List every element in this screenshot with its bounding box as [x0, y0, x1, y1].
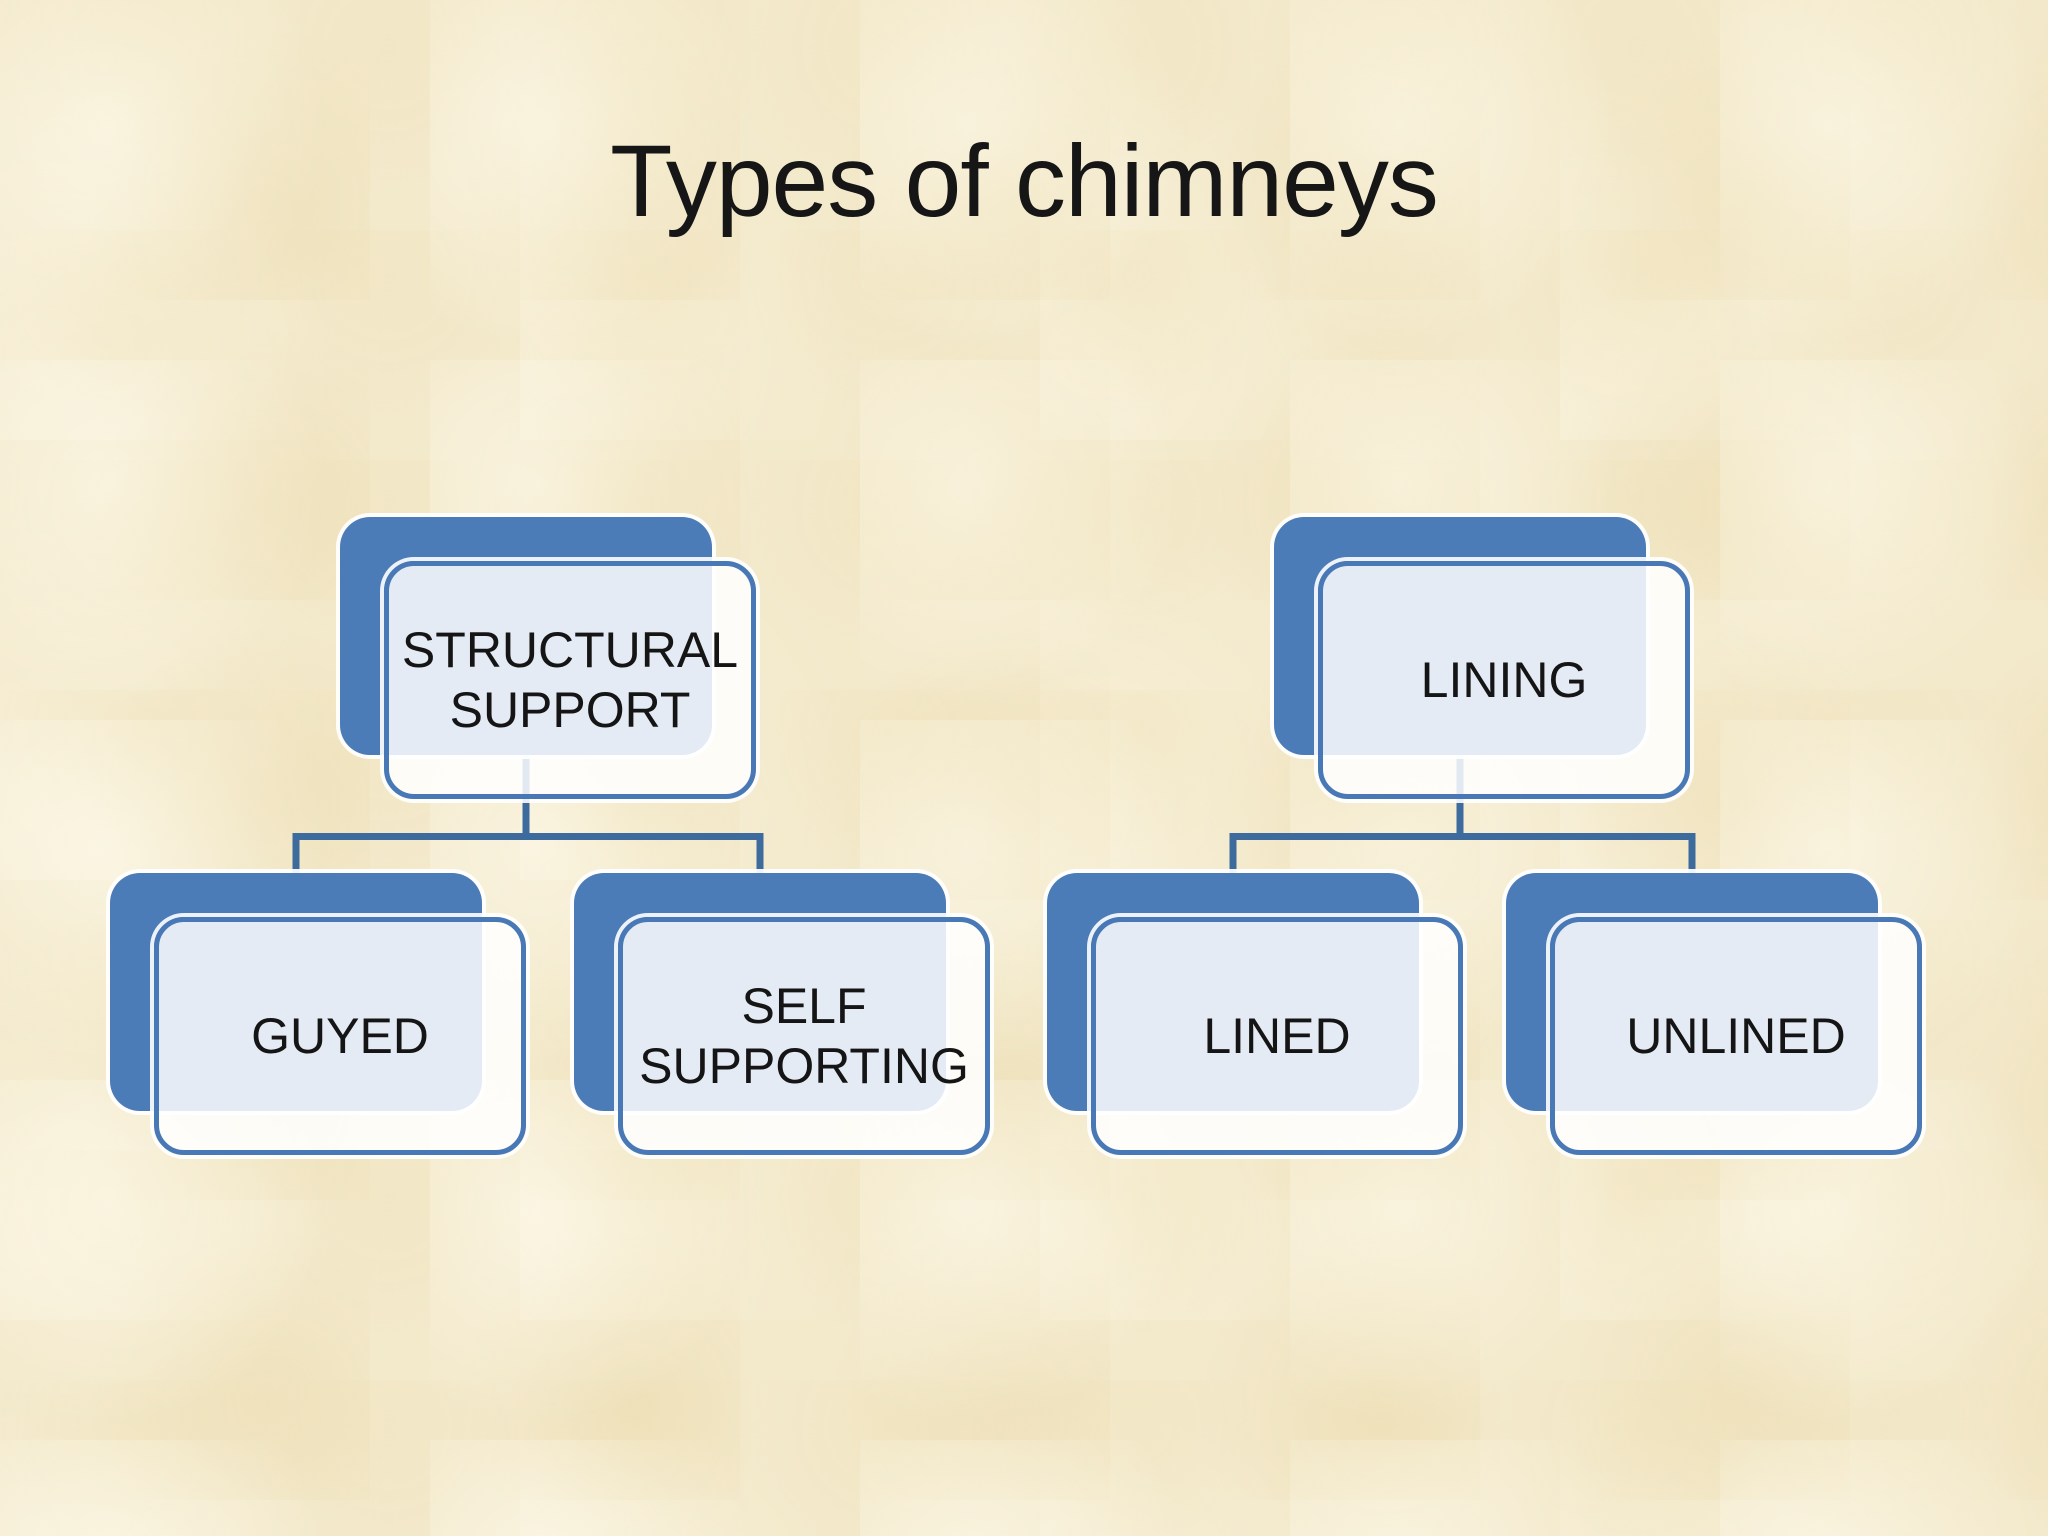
- node-front-card: UNLINED: [1550, 917, 1922, 1155]
- connector-lining-branch: [1229, 833, 1696, 880]
- node-lined: LINED: [1047, 873, 1463, 1155]
- node-front-card: GUYED: [154, 917, 526, 1155]
- node-front-card: LINED: [1091, 917, 1463, 1155]
- node-unlined: UNLINED: [1506, 873, 1922, 1155]
- node-label: SELF SUPPORTING: [639, 978, 969, 1094]
- node-guyed: GUYED: [110, 873, 526, 1155]
- node-label: UNLINED: [1626, 1008, 1846, 1064]
- node-self-supporting: SELF SUPPORTING: [574, 873, 990, 1155]
- node-label: LINED: [1203, 1008, 1351, 1064]
- slide-title: Types of chimneys: [610, 124, 1439, 238]
- node-label: LINING: [1420, 652, 1588, 708]
- node-structural-support: STRUCTURAL SUPPORT: [340, 517, 756, 799]
- node-front-card: SELF SUPPORTING: [618, 917, 990, 1155]
- connector-structural-support-branch: [292, 833, 764, 880]
- node-front-card: LINING: [1318, 561, 1690, 799]
- node-lining: LINING: [1274, 517, 1690, 799]
- node-front-card: STRUCTURAL SUPPORT: [384, 561, 756, 799]
- node-label: STRUCTURAL SUPPORT: [401, 622, 739, 738]
- node-label: GUYED: [251, 1008, 429, 1064]
